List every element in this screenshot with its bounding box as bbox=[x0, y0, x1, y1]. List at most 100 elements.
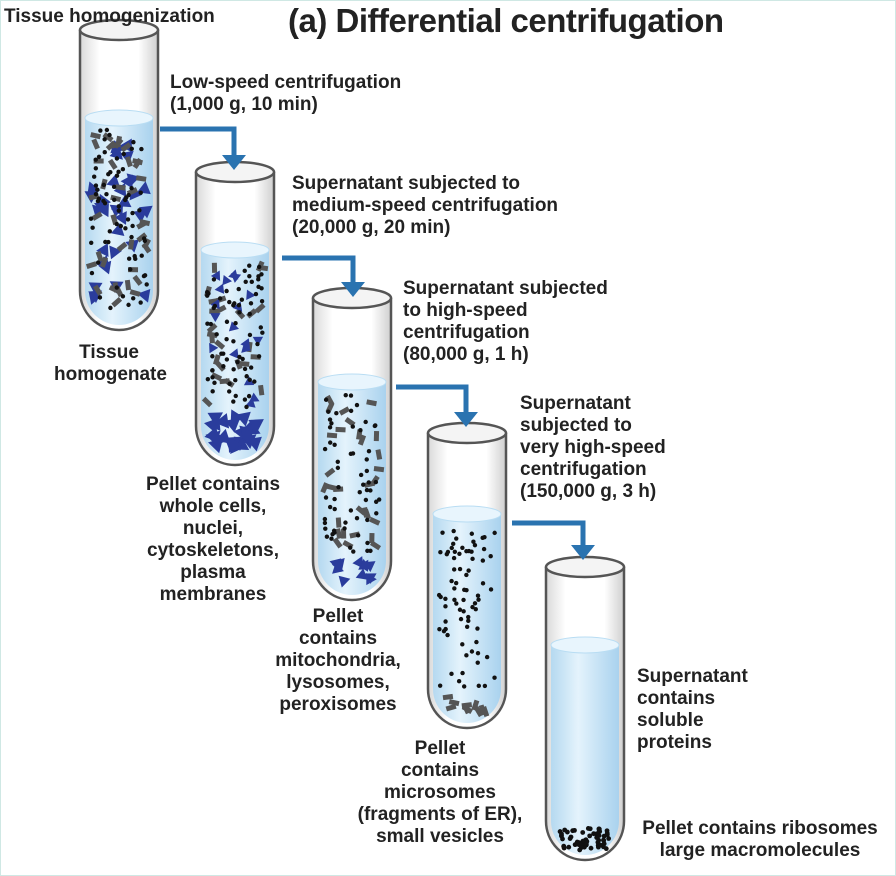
dot-particle bbox=[440, 530, 445, 535]
dot-particle bbox=[128, 267, 133, 272]
dot-particle bbox=[464, 653, 469, 658]
dot-particle bbox=[88, 216, 94, 221]
dot-particle bbox=[474, 639, 479, 645]
dot-particle bbox=[96, 154, 102, 159]
rod-particle bbox=[332, 537, 343, 549]
dot-particle bbox=[120, 167, 126, 172]
dot-particle bbox=[224, 319, 230, 324]
dot-particle bbox=[247, 311, 252, 317]
dot-particle bbox=[480, 558, 486, 563]
dot-particle bbox=[93, 191, 99, 197]
dot-particle bbox=[452, 597, 457, 602]
dot-particle bbox=[211, 277, 217, 282]
dot-particle bbox=[224, 336, 229, 342]
dot-particle bbox=[260, 330, 265, 335]
triangle-particle bbox=[249, 392, 260, 402]
dot-particle bbox=[451, 555, 457, 561]
dot-particle bbox=[256, 354, 262, 359]
dot-particle bbox=[89, 270, 95, 276]
dot-particle bbox=[368, 488, 373, 493]
dot-particle bbox=[242, 366, 248, 372]
arrowhead-3 bbox=[454, 412, 478, 427]
arrowhead-1 bbox=[222, 155, 246, 170]
triangle-particle bbox=[357, 559, 369, 572]
dot-particle bbox=[126, 192, 131, 198]
dot-particle bbox=[335, 459, 340, 464]
dot-particle bbox=[492, 530, 497, 536]
dot-particle bbox=[104, 191, 109, 197]
dot-particle bbox=[464, 548, 469, 554]
dot-particle bbox=[101, 182, 107, 188]
dot-particle bbox=[322, 516, 328, 522]
dot-particle bbox=[443, 596, 448, 601]
rod-particle bbox=[211, 262, 218, 273]
rod-particle bbox=[85, 261, 97, 269]
page-title: (a) Differential centrifugation bbox=[288, 2, 724, 39]
dot-particle bbox=[95, 260, 101, 265]
dot-particle bbox=[481, 546, 487, 552]
dot-particle bbox=[466, 618, 471, 624]
rod-particle bbox=[120, 142, 132, 153]
triangle-particle bbox=[205, 430, 221, 446]
liquid-surface bbox=[200, 241, 270, 259]
dot-particle bbox=[111, 197, 117, 202]
arrow-2 bbox=[282, 255, 356, 285]
dot-particle bbox=[259, 286, 264, 291]
dot-particle bbox=[464, 572, 469, 578]
dot-particle bbox=[324, 534, 330, 539]
liquid-surface bbox=[317, 373, 387, 391]
dot-particle bbox=[116, 204, 121, 209]
tube-outline bbox=[426, 433, 508, 730]
triangle-particle bbox=[228, 321, 239, 332]
dot-particle bbox=[116, 169, 121, 175]
dot-particle bbox=[460, 642, 465, 647]
rod-particle bbox=[445, 703, 457, 712]
rod-particle bbox=[448, 699, 460, 707]
dot-particle bbox=[102, 150, 107, 155]
dot-particle bbox=[358, 427, 363, 433]
dot-particle bbox=[587, 833, 593, 839]
dot-particle bbox=[445, 549, 451, 555]
triangle-particle bbox=[248, 419, 264, 433]
triangle-particle bbox=[109, 245, 122, 260]
dot-particle bbox=[231, 367, 236, 372]
dot-particle bbox=[355, 533, 361, 538]
dot-particle bbox=[224, 288, 229, 294]
dot-particle bbox=[364, 457, 369, 462]
dot-particle bbox=[365, 517, 370, 523]
dot-particle bbox=[235, 359, 240, 365]
arrow-3 bbox=[396, 384, 469, 415]
rod-particle bbox=[111, 297, 123, 308]
rod-particle bbox=[369, 516, 381, 526]
tube-outline bbox=[311, 298, 393, 602]
dot-particle bbox=[376, 497, 382, 502]
triangle-particle bbox=[114, 211, 127, 225]
dot-particle bbox=[90, 225, 95, 230]
dot-particle bbox=[323, 495, 329, 500]
dot-particle bbox=[329, 421, 334, 426]
dot-particle bbox=[332, 496, 337, 502]
dot-particle bbox=[357, 490, 362, 495]
dot-particle bbox=[443, 619, 448, 624]
dot-particle bbox=[233, 377, 238, 383]
rod-particle bbox=[357, 434, 367, 446]
dot-particle bbox=[454, 536, 459, 541]
dot-particle bbox=[212, 303, 218, 309]
dot-particle bbox=[103, 239, 108, 245]
dot-particle bbox=[253, 291, 259, 297]
dot-particle bbox=[107, 229, 112, 234]
dot-particle bbox=[214, 332, 219, 337]
dot-particle bbox=[108, 305, 113, 311]
dot-particle bbox=[139, 146, 144, 152]
dot-particle bbox=[233, 393, 238, 399]
dot-particle bbox=[322, 520, 328, 526]
dot-particle bbox=[601, 833, 607, 839]
dot-particle bbox=[348, 545, 353, 550]
tube-3 bbox=[311, 286, 393, 602]
rod-particle bbox=[335, 517, 342, 528]
dot-particle bbox=[221, 364, 226, 369]
dot-particle bbox=[336, 484, 341, 490]
arrowhead-2 bbox=[341, 282, 365, 297]
dot-particle bbox=[227, 389, 232, 394]
